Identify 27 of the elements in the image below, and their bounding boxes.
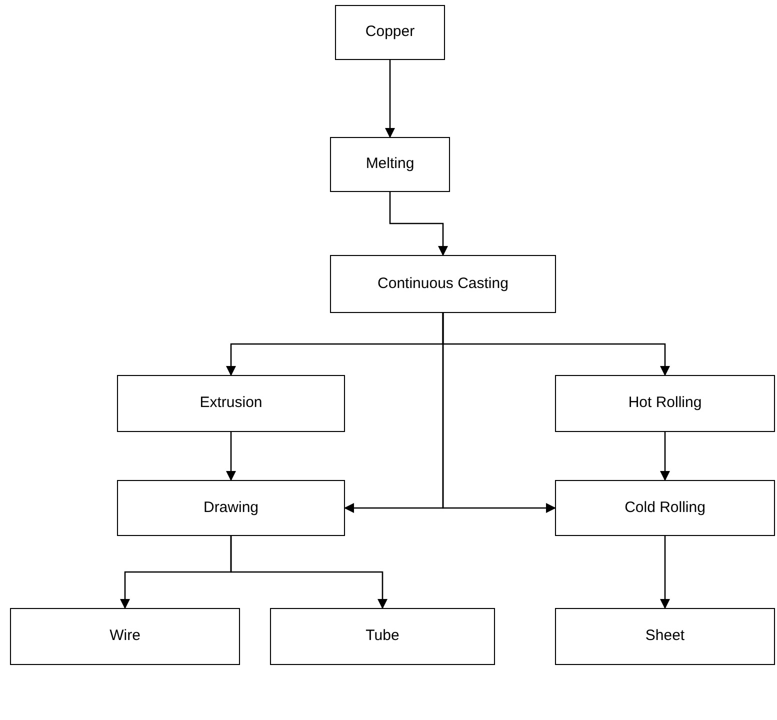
box-label: Sheet: [645, 626, 685, 646]
arrow: [660, 432, 670, 481]
arrow: [442, 313, 556, 513]
arrow: [230, 536, 388, 609]
box-label: Drawing: [203, 498, 259, 518]
arrow: [226, 432, 236, 481]
box-label: Melting: [366, 154, 414, 174]
box-label: Hot Rolling: [628, 393, 702, 414]
process-box: [117, 375, 345, 432]
arrow: [389, 192, 448, 256]
process-box: [555, 480, 775, 536]
process-box: [555, 608, 775, 665]
box-label: Wire: [110, 626, 140, 646]
arrow: [660, 536, 670, 609]
box-label: Tube: [366, 626, 400, 646]
process-box: [10, 608, 240, 665]
arrow: [385, 60, 395, 138]
process-box: [117, 480, 345, 536]
process-box: [330, 255, 556, 313]
process-box: [555, 375, 775, 432]
box-label: Continuous Casting: [378, 274, 508, 294]
box-label: Cold Rolling: [624, 498, 706, 518]
box-label: Copper: [365, 22, 415, 42]
process-box: [335, 5, 445, 60]
process-box: [270, 608, 495, 665]
process-box: [330, 137, 450, 192]
box-label: Extrusion: [200, 393, 262, 414]
